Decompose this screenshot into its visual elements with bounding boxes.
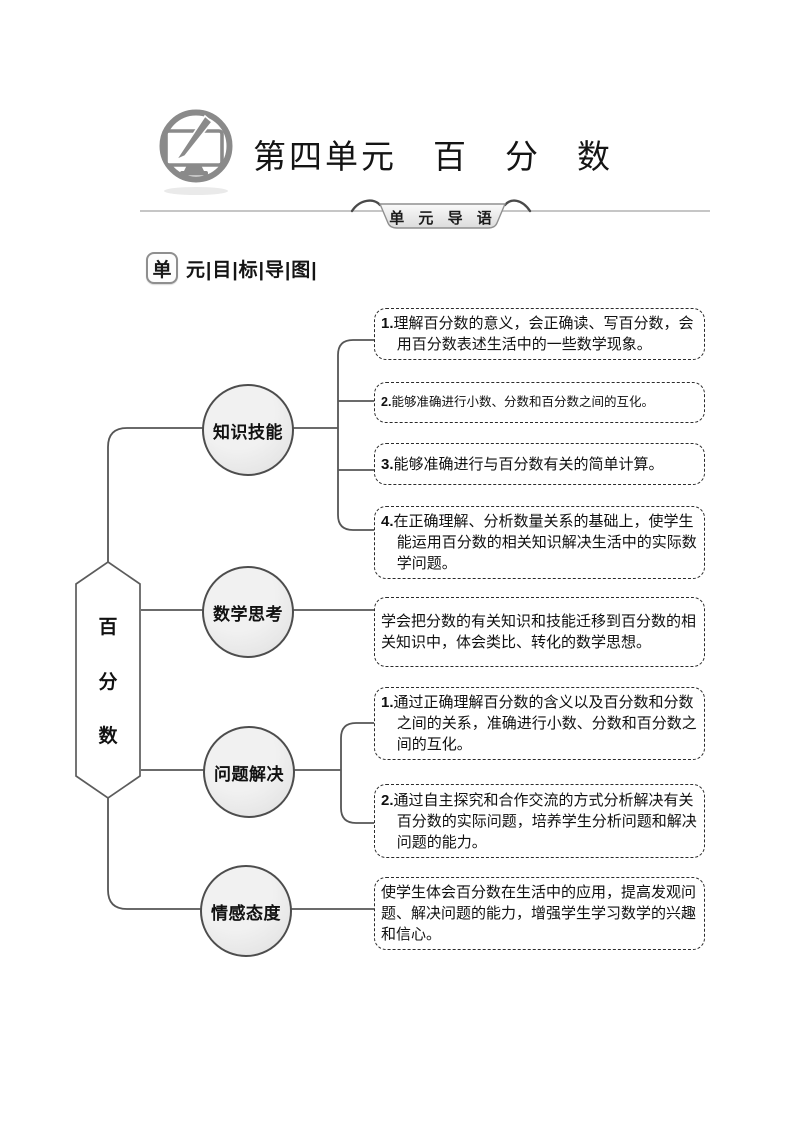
knowledge-item-2: 2.能够准确进行小数、分数和百分数之间的互化。 bbox=[374, 382, 705, 423]
root-char: 数 bbox=[98, 726, 118, 748]
item-text: 能够准确进行与百分数有关的简单计算。 bbox=[393, 455, 664, 473]
section-divider bbox=[140, 199, 710, 229]
thinking-item-1: 学会把分数的有关知识和技能迁移到百分数的相关知识中，体会类比、转化的数学思想。 bbox=[374, 597, 705, 667]
box-text: 1.通过正确理解百分数的含义以及百分数和分数之间的关系，准确进行小数、分数和百分… bbox=[381, 692, 698, 755]
node-label: 数学思考 bbox=[213, 604, 283, 624]
item-number: 3. bbox=[381, 455, 394, 473]
problem-item-1: 1.通过正确理解百分数的含义以及百分数和分数之间的关系，准确进行小数、分数和百分… bbox=[374, 687, 705, 760]
icon-shadow bbox=[164, 187, 228, 195]
root-char: 分 bbox=[98, 671, 118, 693]
node-label: 情感态度 bbox=[211, 903, 281, 923]
item-number: 2. bbox=[381, 395, 392, 409]
section-heading: 单 元|目|标|导|图| bbox=[146, 252, 318, 284]
box-text: 4.在正确理解、分析数量关系的基础上，使学生能运用百分数的相关知识解决生活中的实… bbox=[381, 511, 698, 574]
knowledge-item-4: 4.在正确理解、分析数量关系的基础上，使学生能运用百分数的相关知识解决生活中的实… bbox=[374, 506, 705, 579]
banner-badge-shape bbox=[378, 203, 507, 229]
box-text: 使学生体会百分数在生活中的应用，提高发观问题、解决问题的能力，增强学生学习数学的… bbox=[381, 882, 698, 945]
monitor-base bbox=[180, 171, 208, 176]
monitor-stand bbox=[184, 165, 204, 171]
heading-text: 元|目|标|导|图| bbox=[186, 259, 318, 281]
box-text: 3.能够准确进行与百分数有关的简单计算。 bbox=[381, 454, 698, 475]
knowledge-trunk bbox=[337, 339, 374, 531]
problem-item-2: 2.通过自主探究和合作交流的方式分析解决有关百分数的实际问题，培养学生分析问题和… bbox=[374, 784, 705, 858]
item-text: 通过自主探究和合作交流的方式分析解决有关百分数的实际问题，培养学生分析问题和解决… bbox=[393, 791, 697, 851]
connector-root-attitude bbox=[107, 798, 204, 910]
box-text: 1.理解百分数的意义，会正确读、写百分数，会用百分数表述生活中的一些数学现象。 bbox=[381, 313, 698, 355]
item-text: 理解百分数的意义，会正确读、写百分数，会用百分数表述生活中的一些数学现象。 bbox=[393, 315, 694, 353]
box-text: 2.能够准确进行小数、分数和百分数之间的互化。 bbox=[381, 392, 698, 413]
item-text: 学会把分数的有关知识和技能迁移到百分数的相关知识中，体会类比、转化的数学思想。 bbox=[381, 613, 697, 651]
banner-right-flourish bbox=[503, 199, 532, 213]
node-math-thinking: 数学思考 bbox=[202, 566, 294, 658]
item-text: 通过正确理解百分数的含义以及百分数和分数之间的关系，准确进行小数、分数和百分数之… bbox=[393, 694, 697, 753]
connector-root-knowledge bbox=[107, 427, 205, 563]
pen-icon bbox=[173, 114, 214, 162]
node-problem-solving: 问题解决 bbox=[203, 726, 295, 818]
node-emotional-attitude: 情感态度 bbox=[200, 865, 292, 957]
item-text: 使学生体会百分数在生活中的应用，提高发观问题、解决问题的能力，增强学生学习数学的… bbox=[381, 884, 697, 943]
attitude-item-1: 使学生体会百分数在生活中的应用，提高发观问题、解决问题的能力，增强学生学习数学的… bbox=[374, 877, 705, 950]
root-char: 百 bbox=[98, 616, 118, 638]
node-label: 知识技能 bbox=[213, 422, 283, 442]
node-label: 问题解决 bbox=[214, 764, 284, 784]
root-node-label: 百 分 数 bbox=[76, 584, 140, 776]
heading-badge: 单 bbox=[146, 252, 178, 284]
box-text: 2.通过自主探究和合作交流的方式分析解决有关百分数的实际问题，培养学生分析问题和… bbox=[381, 790, 698, 853]
item-number: 4. bbox=[381, 513, 394, 530]
banner-label: 单 元 导 语 bbox=[389, 209, 497, 227]
item-number: 1. bbox=[381, 694, 394, 711]
monitor-pen-icon bbox=[159, 109, 233, 195]
banner-left-flourish bbox=[350, 199, 382, 213]
item-text: 在正确理解、分析数量关系的基础上，使学生能运用百分数的相关知识解决生活中的实际数… bbox=[393, 513, 697, 572]
box-text: 学会把分数的有关知识和技能迁移到百分数的相关知识中，体会类比、转化的数学思想。 bbox=[381, 611, 698, 653]
page-title: 第四单元 百 分 数 bbox=[253, 140, 613, 176]
item-number: 1. bbox=[381, 315, 394, 332]
item-number: 2. bbox=[381, 791, 394, 809]
item-text: 能够准确进行小数、分数和百分数之间的互化。 bbox=[391, 395, 654, 409]
knowledge-item-3: 3.能够准确进行与百分数有关的简单计算。 bbox=[374, 443, 705, 485]
knowledge-item-1: 1.理解百分数的意义，会正确读、写百分数，会用百分数表述生活中的一些数学现象。 bbox=[374, 308, 705, 360]
node-knowledge-skills: 知识技能 bbox=[202, 384, 294, 476]
problem-trunk bbox=[340, 722, 374, 824]
